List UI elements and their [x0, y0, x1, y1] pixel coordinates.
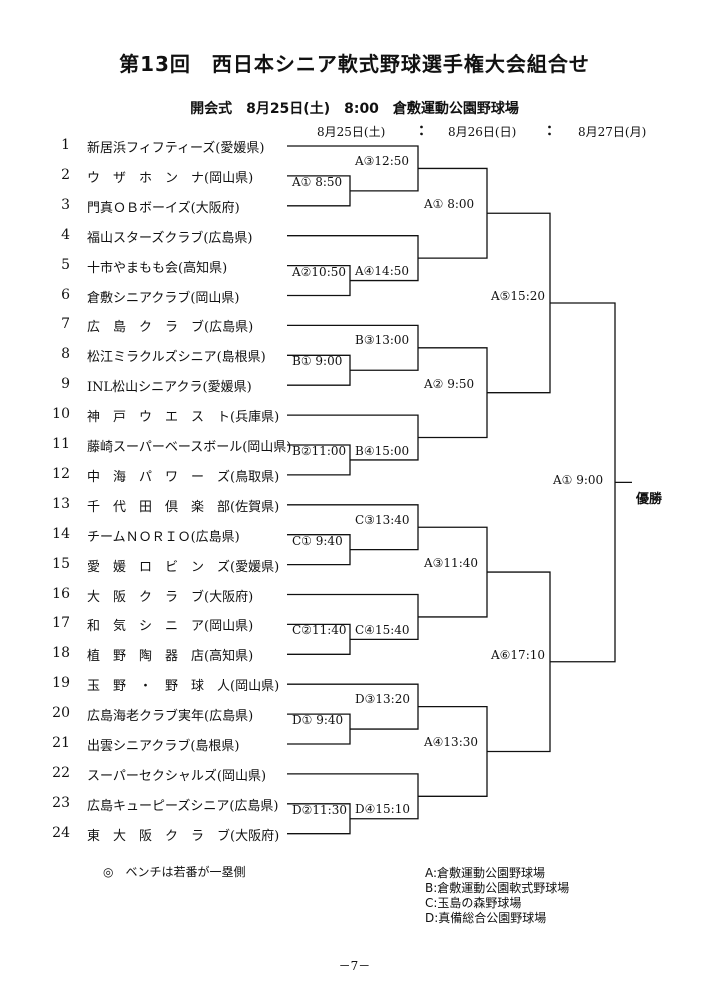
team-number: 6 [61, 286, 70, 303]
match-label-round3: A① 8:00 [424, 197, 475, 212]
venue-legend: A:倉敷運動公園野球場 B:倉敷運動公園軟式野球場 C:玉島の森野球場 D:真備… [425, 866, 569, 926]
match-label-round1: B②11:00 [292, 443, 347, 458]
day-header-1: 8月25日(土) [317, 125, 386, 139]
match-label-final: A① 9:00 [553, 473, 604, 488]
match-label-round1: D②11:30 [292, 802, 347, 817]
match-label-round2: D④15:10 [355, 802, 410, 817]
team-number: 19 [52, 675, 70, 692]
team-name: 玉 野 ・ 野 球 人(岡山県) [87, 679, 280, 695]
venue-c: C:玉島の森野球場 [425, 896, 522, 910]
team-name: 広島キューピーズシニア(広島県) [87, 798, 279, 814]
match-label-round3: A④13:30 [424, 735, 479, 750]
match-label-round1: A① 8:50 [292, 174, 343, 189]
team-name: 東 大 阪 ク ラ ブ(大阪府) [87, 828, 280, 844]
day-separator: ： [418, 123, 432, 139]
match-label-round2: A③12:50 [355, 154, 410, 168]
team-name: 千 代 田 倶 楽 部(佐賀県) [87, 499, 280, 515]
day-header-3: 8月27日(月) [578, 125, 647, 139]
team-name: 愛 媛 ロ ビ ン ズ(愛媛県) [87, 559, 280, 575]
match-label-semifinal: A⑤15:20 [491, 288, 546, 303]
team-name: 広 島 ク ラ ブ(広島県) [87, 320, 254, 336]
team-number: 5 [61, 256, 70, 273]
team-name: 植 野 陶 器 店(高知県) [87, 649, 254, 665]
venue-b: B:倉敷運動公園軟式野球場 [425, 881, 570, 895]
team-number: 15 [52, 555, 70, 572]
team-name: 新居浜フィフティーズ(愛媛県) [87, 141, 265, 156]
team-number: 23 [52, 794, 70, 811]
team-name: 中 海 パ ワ ー ズ(鳥取県) [87, 469, 280, 485]
match-label-round3: A② 9:50 [424, 376, 475, 391]
team-number: 13 [52, 495, 70, 512]
match-label-round1: A②10:50 [292, 264, 347, 279]
match-label-round2: B③13:00 [355, 333, 410, 348]
match-label-round2: C③13:40 [355, 512, 410, 527]
team-number: 14 [52, 525, 70, 542]
match-label-round2: B④15:00 [355, 443, 410, 458]
team-name: 松江ミラクルズシニア(島根県) [87, 350, 266, 366]
team-name: 門真ＯＢボーイズ(大阪府) [87, 200, 240, 216]
match-label-round2: D③13:20 [355, 692, 410, 707]
team-name: 藤崎スーパーベースボール(岡山県) [87, 440, 292, 455]
venue-a: A:倉敷運動公園野球場 [425, 866, 546, 880]
team-name: 広島海老クラブ実年(広島県) [87, 709, 254, 725]
team-name: ウ ザ ホ ン ナ(岡山県) [87, 170, 254, 186]
team-number: 24 [52, 824, 70, 841]
bracket-line [487, 571, 551, 753]
match-label-round2: A④14:50 [355, 264, 410, 279]
bracket-line [418, 167, 488, 259]
match-label-round3: A③11:40 [424, 556, 479, 571]
team-number: 7 [61, 316, 70, 333]
team-number: 4 [61, 226, 70, 243]
team-number: 11 [52, 436, 70, 452]
team-number: 1 [61, 137, 70, 153]
day-separator: ： [546, 123, 560, 139]
day-header-2: 8月26日(日) [448, 125, 517, 139]
team-name: 出雲シニアクラブ(島根県) [87, 739, 240, 754]
team-name: 大 阪 ク ラ ブ(大阪府) [87, 589, 254, 605]
team-number: 17 [52, 615, 70, 632]
match-label-round1: C① 9:40 [292, 533, 343, 548]
opening-ceremony: 開会式 8月25日(土) 8:00 倉敷運動公園野球場 [190, 101, 519, 117]
team-number: 21 [52, 735, 70, 751]
champion-label: 優勝 [636, 492, 663, 507]
team-number: 20 [52, 705, 70, 722]
bracket-line [418, 705, 488, 797]
team-number: 2 [61, 166, 70, 183]
match-label-round1: D① 9:40 [292, 713, 344, 728]
team-name: 倉敷シニアクラブ(岡山県) [87, 290, 240, 306]
team-number: 18 [52, 645, 70, 662]
team-name: チームＮＯＲＩＯ(広島県) [87, 529, 240, 545]
match-label-semifinal: A⑥17:10 [491, 647, 546, 662]
bracket-line [418, 347, 488, 439]
team-name: 十市やまもも会(高知県) [87, 260, 228, 276]
venue-d: D:真備総合公園野球場 [425, 911, 547, 925]
team-name: INL松山シニアクラ(愛媛県) [87, 380, 252, 396]
bench-note: ◎ ベンチは若番が一塁側 [103, 865, 246, 879]
team-number: 8 [61, 346, 70, 363]
bracket-line [418, 526, 488, 618]
team-number: 22 [52, 764, 70, 781]
bracket-line [487, 212, 551, 394]
match-label-round1: B① 9:00 [292, 354, 343, 369]
team-number: 16 [52, 585, 70, 602]
team-name: 和 気 シ ニ ア(岡山県) [87, 619, 254, 635]
team-name: スーパーセクシャルズ(岡山県) [87, 768, 267, 784]
match-label-round2: C④15:40 [355, 622, 410, 637]
team-number: 9 [61, 376, 70, 393]
match-label-round1: C②11:40 [292, 623, 347, 638]
team-number: 12 [52, 465, 70, 482]
page-number: －7－ [338, 959, 371, 973]
team-number: 10 [52, 406, 70, 423]
page-title: 第13回 西日本シニア軟式野球選手権大会組合せ [119, 52, 590, 76]
team-name: 神 戸 ウ エ ス ト(兵庫県) [87, 410, 280, 426]
team-number: 3 [61, 196, 70, 213]
team-name: 福山スターズクラブ(広島県) [87, 230, 253, 246]
